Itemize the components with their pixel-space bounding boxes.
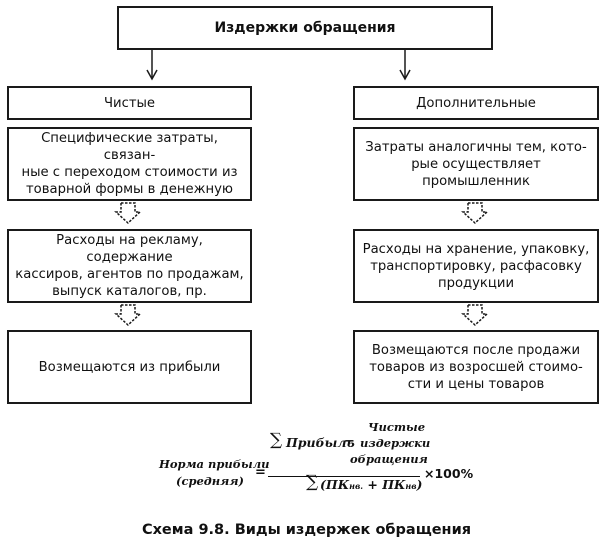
formula-lhs-line1: Норма прибыли: [159, 457, 270, 471]
node-left-header: Чистые: [7, 86, 252, 120]
hollow-arrow-right-2: [462, 304, 488, 326]
hollow-arrow-left-2: [115, 304, 141, 326]
node-left-3: Возмещаются из прибыли: [7, 330, 252, 404]
formula-profit: Прибыль: [286, 435, 355, 450]
formula-lhs-line2: (средняя): [176, 474, 244, 488]
figure-caption: Схема 9.8. Виды издержек обращения: [141, 522, 472, 538]
node-left-2: Расходы на рекламу, содержание кассиров,…: [7, 229, 252, 303]
formula-costs-word2: издержки: [360, 436, 431, 450]
formula-sum-denominator: ∑: [306, 472, 319, 492]
hollow-arrow-right-1: [462, 202, 488, 224]
node-right-header: Дополнительные: [353, 86, 599, 120]
node-right-3: Возмещаются после продажи товаров из воз…: [353, 330, 599, 404]
arrow-top-to-right: [399, 50, 411, 81]
formula-equals: =: [255, 465, 266, 480]
formula-sum-numerator: ∑: [270, 430, 283, 450]
node-right-2: Расходы на хранение, упаковку, транспорт…: [353, 229, 599, 303]
arrow-top-to-left: [146, 50, 158, 81]
node-left-1: Специфические затраты, связан- ные с пер…: [7, 127, 252, 201]
node-right-1: Затраты аналогичны тем, кото- рые осущес…: [353, 127, 599, 201]
formula-times-100: ×100%: [424, 466, 474, 481]
formula-minus: −: [344, 434, 355, 449]
formula-denominator: (ПКнв. + ПКнв): [320, 477, 423, 492]
formula-fraction-bar: [268, 476, 420, 477]
hollow-arrow-left-1: [115, 202, 141, 224]
formula-costs-word3: обращения: [350, 452, 428, 466]
formula-costs-word1: Чистые: [368, 420, 426, 434]
node-top: Издержки обращения: [117, 6, 493, 50]
